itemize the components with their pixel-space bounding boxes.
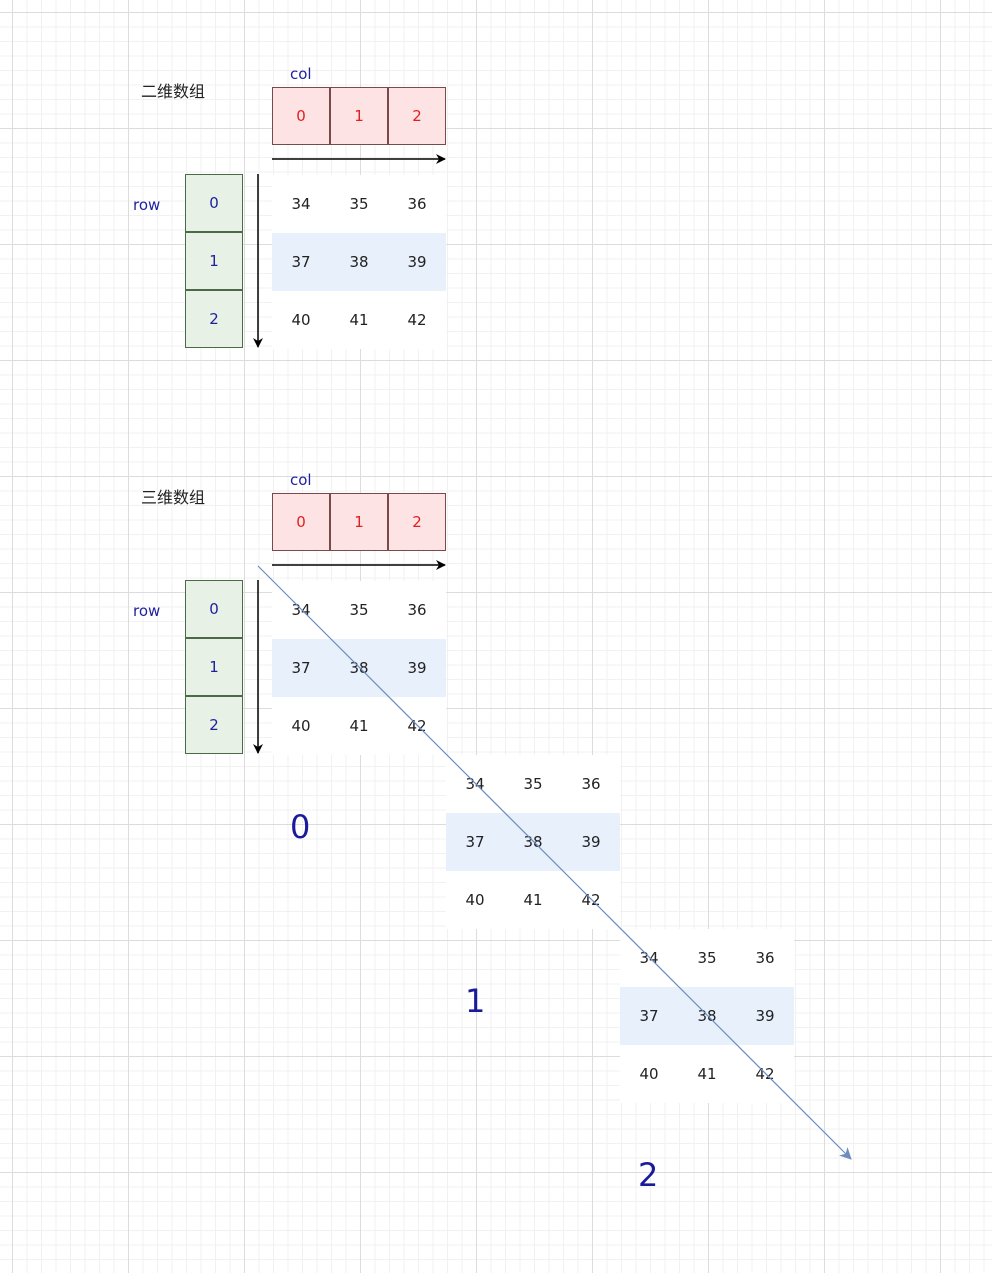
value-cell: 35 bbox=[330, 175, 388, 233]
value-cell: 41 bbox=[504, 871, 562, 929]
col-index-cell: 2 bbox=[388, 87, 446, 145]
value-cell: 35 bbox=[678, 929, 736, 987]
col-label-3d: col bbox=[290, 471, 312, 489]
value-cell: 39 bbox=[562, 813, 620, 871]
value-cell: 36 bbox=[736, 929, 794, 987]
title-2d: 二维数组 bbox=[141, 82, 206, 101]
value-cell: 40 bbox=[446, 871, 504, 929]
value-cell: 40 bbox=[272, 697, 330, 755]
row-index-cell: 1 bbox=[185, 232, 243, 290]
col-index-cell: 2 bbox=[388, 493, 446, 551]
col-index-cell: 0 bbox=[272, 87, 330, 145]
row-label-2d: row bbox=[133, 196, 161, 214]
depth-direction-arrow bbox=[257, 565, 852, 1160]
value-cell: 36 bbox=[388, 581, 446, 639]
value-cell: 41 bbox=[330, 697, 388, 755]
row-index-cell: 2 bbox=[185, 696, 243, 754]
title-3d: 三维数组 bbox=[141, 488, 206, 507]
col-label-2d: col bbox=[290, 65, 312, 83]
row-index-cell: 2 bbox=[185, 290, 243, 348]
layer-label-2: 2 bbox=[638, 1156, 659, 1194]
value-cell: 37 bbox=[272, 639, 330, 697]
value-cell: 38 bbox=[678, 987, 736, 1045]
col-index-cell: 1 bbox=[330, 493, 388, 551]
value-cell: 35 bbox=[504, 755, 562, 813]
value-cell: 42 bbox=[736, 1045, 794, 1103]
value-cell: 34 bbox=[446, 755, 504, 813]
value-cell: 36 bbox=[388, 175, 446, 233]
value-cell: 38 bbox=[330, 639, 388, 697]
row-label-3d: row bbox=[133, 602, 161, 620]
row-index-cell: 0 bbox=[185, 174, 243, 232]
value-cell: 36 bbox=[562, 755, 620, 813]
value-cell: 42 bbox=[562, 871, 620, 929]
value-cell: 38 bbox=[330, 233, 388, 291]
row-index-cell: 0 bbox=[185, 580, 243, 638]
value-cell: 41 bbox=[678, 1045, 736, 1103]
value-cell: 39 bbox=[388, 639, 446, 697]
value-cell: 37 bbox=[446, 813, 504, 871]
value-cell: 40 bbox=[620, 1045, 678, 1103]
value-cell: 39 bbox=[388, 233, 446, 291]
value-cell: 34 bbox=[272, 581, 330, 639]
value-cell: 39 bbox=[736, 987, 794, 1045]
value-cell: 42 bbox=[388, 697, 446, 755]
layer-label-1: 1 bbox=[465, 982, 486, 1020]
row-index-cell: 1 bbox=[185, 638, 243, 696]
value-cell: 40 bbox=[272, 291, 330, 349]
value-cell: 34 bbox=[620, 929, 678, 987]
value-cell: 34 bbox=[272, 175, 330, 233]
value-cell: 37 bbox=[272, 233, 330, 291]
value-cell: 42 bbox=[388, 291, 446, 349]
value-cell: 37 bbox=[620, 987, 678, 1045]
value-cell: 41 bbox=[330, 291, 388, 349]
value-cell: 35 bbox=[330, 581, 388, 639]
layer-label-0: 0 bbox=[290, 808, 311, 846]
col-index-cell: 0 bbox=[272, 493, 330, 551]
value-cell: 38 bbox=[504, 813, 562, 871]
col-index-cell: 1 bbox=[330, 87, 388, 145]
